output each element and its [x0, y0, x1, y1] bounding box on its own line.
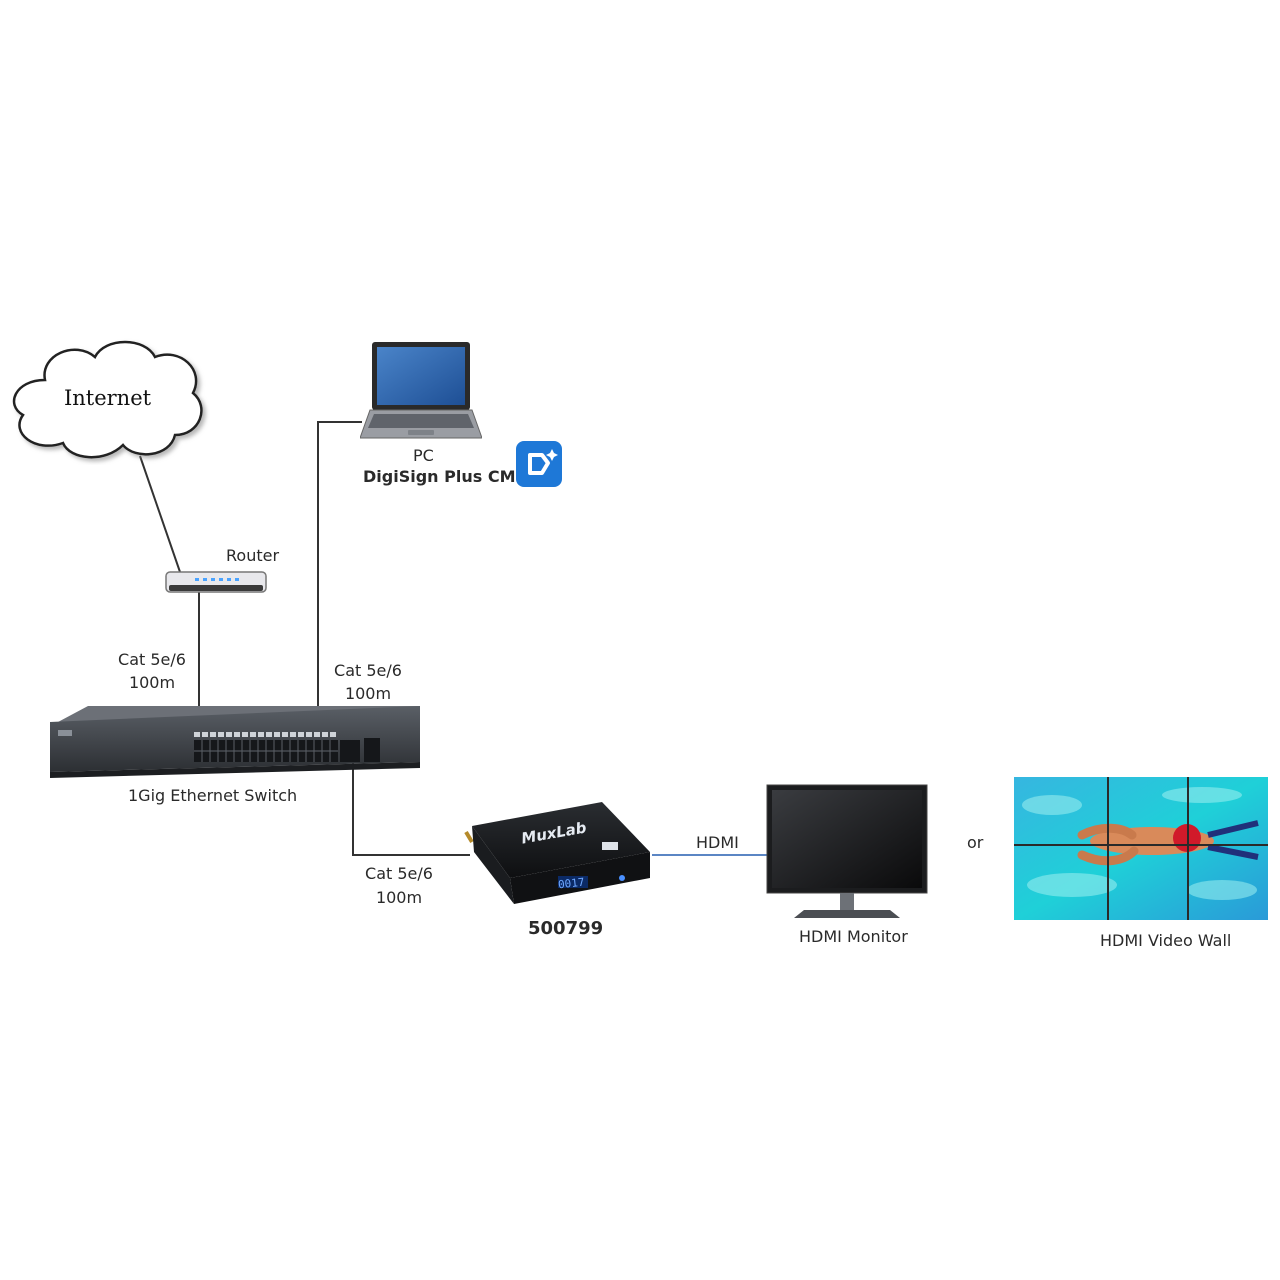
- router-switch-length-label: 100m: [128, 673, 176, 692]
- switch-label: 1Gig Ethernet Switch: [128, 786, 298, 805]
- cms-label: DigiSign Plus CMS: [363, 467, 528, 486]
- pc-label: PC: [413, 446, 434, 465]
- internet-cloud-icon: [12, 340, 203, 459]
- alternative-label: or: [967, 833, 984, 852]
- router-label: Router: [226, 546, 280, 565]
- hdmi-video-wall-icon: [1014, 777, 1268, 920]
- switch-player-length-label: 100m: [375, 888, 423, 907]
- player-model-label: 500799: [528, 918, 604, 939]
- laptop-icon: [360, 342, 482, 439]
- pc-switch-length-label: 100m: [344, 684, 392, 703]
- digisign-app-icon: [516, 441, 562, 487]
- router-switch-cable-label: Cat 5e/6: [118, 650, 186, 669]
- hdmi-monitor-icon: [766, 784, 928, 918]
- hdmi-link-label: HDMI: [696, 833, 739, 852]
- player-display-readout: 0017: [557, 875, 586, 892]
- pc-switch-cable: [317, 421, 362, 735]
- video-wall-label: HDMI Video Wall: [1100, 931, 1232, 950]
- monitor-label: HDMI Monitor: [799, 927, 908, 946]
- ethernet-switch-icon: [50, 706, 420, 778]
- internet-label: Internet: [63, 386, 152, 410]
- switch-player-cable-label: Cat 5e/6: [365, 864, 433, 883]
- signage-player-icon: [464, 802, 650, 904]
- switch-player-cable: [352, 760, 470, 856]
- internet-router-cable: [139, 455, 181, 573]
- pc-switch-cable-label: Cat 5e/6: [334, 661, 402, 680]
- router-icon: [165, 571, 267, 593]
